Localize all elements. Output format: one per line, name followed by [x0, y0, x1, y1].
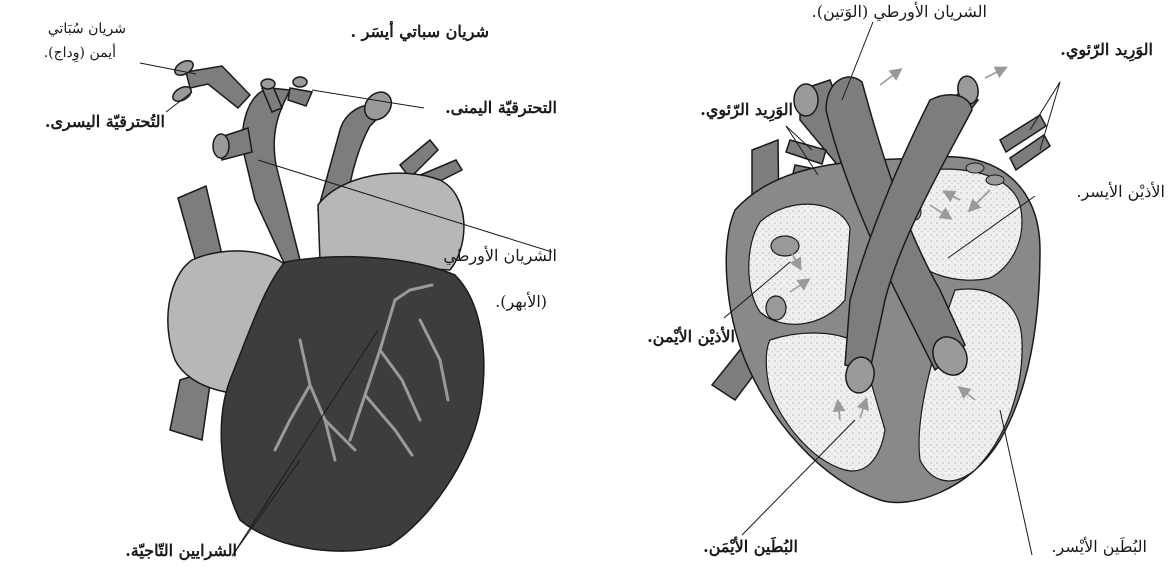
left-carotid-opening: [261, 79, 275, 89]
label-pulmonary-vein-left: الوَرِيد الرّئوي.: [700, 98, 793, 122]
external-heart: [140, 58, 552, 556]
aorta-external: [242, 88, 300, 265]
left-subclavian: [288, 88, 312, 106]
label-left-subclavian: التُحترقيّة اليسرى.: [45, 110, 165, 134]
label-right-carotid-line2: أيمن (وِداج).: [44, 42, 116, 64]
left-atrium-external: [318, 173, 464, 270]
label-left-ventricle: البُطَين الأيْسر.: [1051, 535, 1147, 559]
label-coronary-arteries: الشرايين التّاجيّة.: [125, 539, 237, 563]
label-left-carotid: شريان سباتي أيسَر .: [351, 20, 490, 44]
label-aorta-right: الشريان الأورطي (الوَتين).: [812, 0, 987, 24]
label-pulmonary-vein-right: الوَرِيد الرّئوي.: [1060, 38, 1153, 62]
la-inlet-3: [966, 163, 984, 173]
right-atrium-chamber: [749, 204, 850, 324]
vena-cava-upper: [178, 186, 222, 262]
aorta-branch-opening: [213, 134, 229, 158]
label-right-carotid-line1: شريان سُبَاتي: [48, 18, 126, 40]
right-carotid: [186, 66, 250, 108]
ra-inlet-bottom: [766, 296, 786, 320]
ra-inlet-top: [771, 236, 799, 256]
label-aorta-left-line1: الشريان الأورطي: [443, 244, 557, 268]
label-aorta-left-line2: (الأبهر).: [495, 290, 547, 314]
label-right-subclavian: التحترقيّة اليمنى.: [445, 96, 557, 120]
left-subclavian-opening: [293, 77, 307, 87]
label-right-ventricle: البُطَين الأيْمَن.: [703, 535, 798, 559]
la-inlet-4: [986, 175, 1004, 185]
label-left-atrium: الأذيْن الأيسر.: [1076, 180, 1165, 204]
pulmonary-artery-back-opening: [794, 84, 818, 116]
label-right-atrium: الأذيْن الأيْمن.: [647, 325, 735, 349]
